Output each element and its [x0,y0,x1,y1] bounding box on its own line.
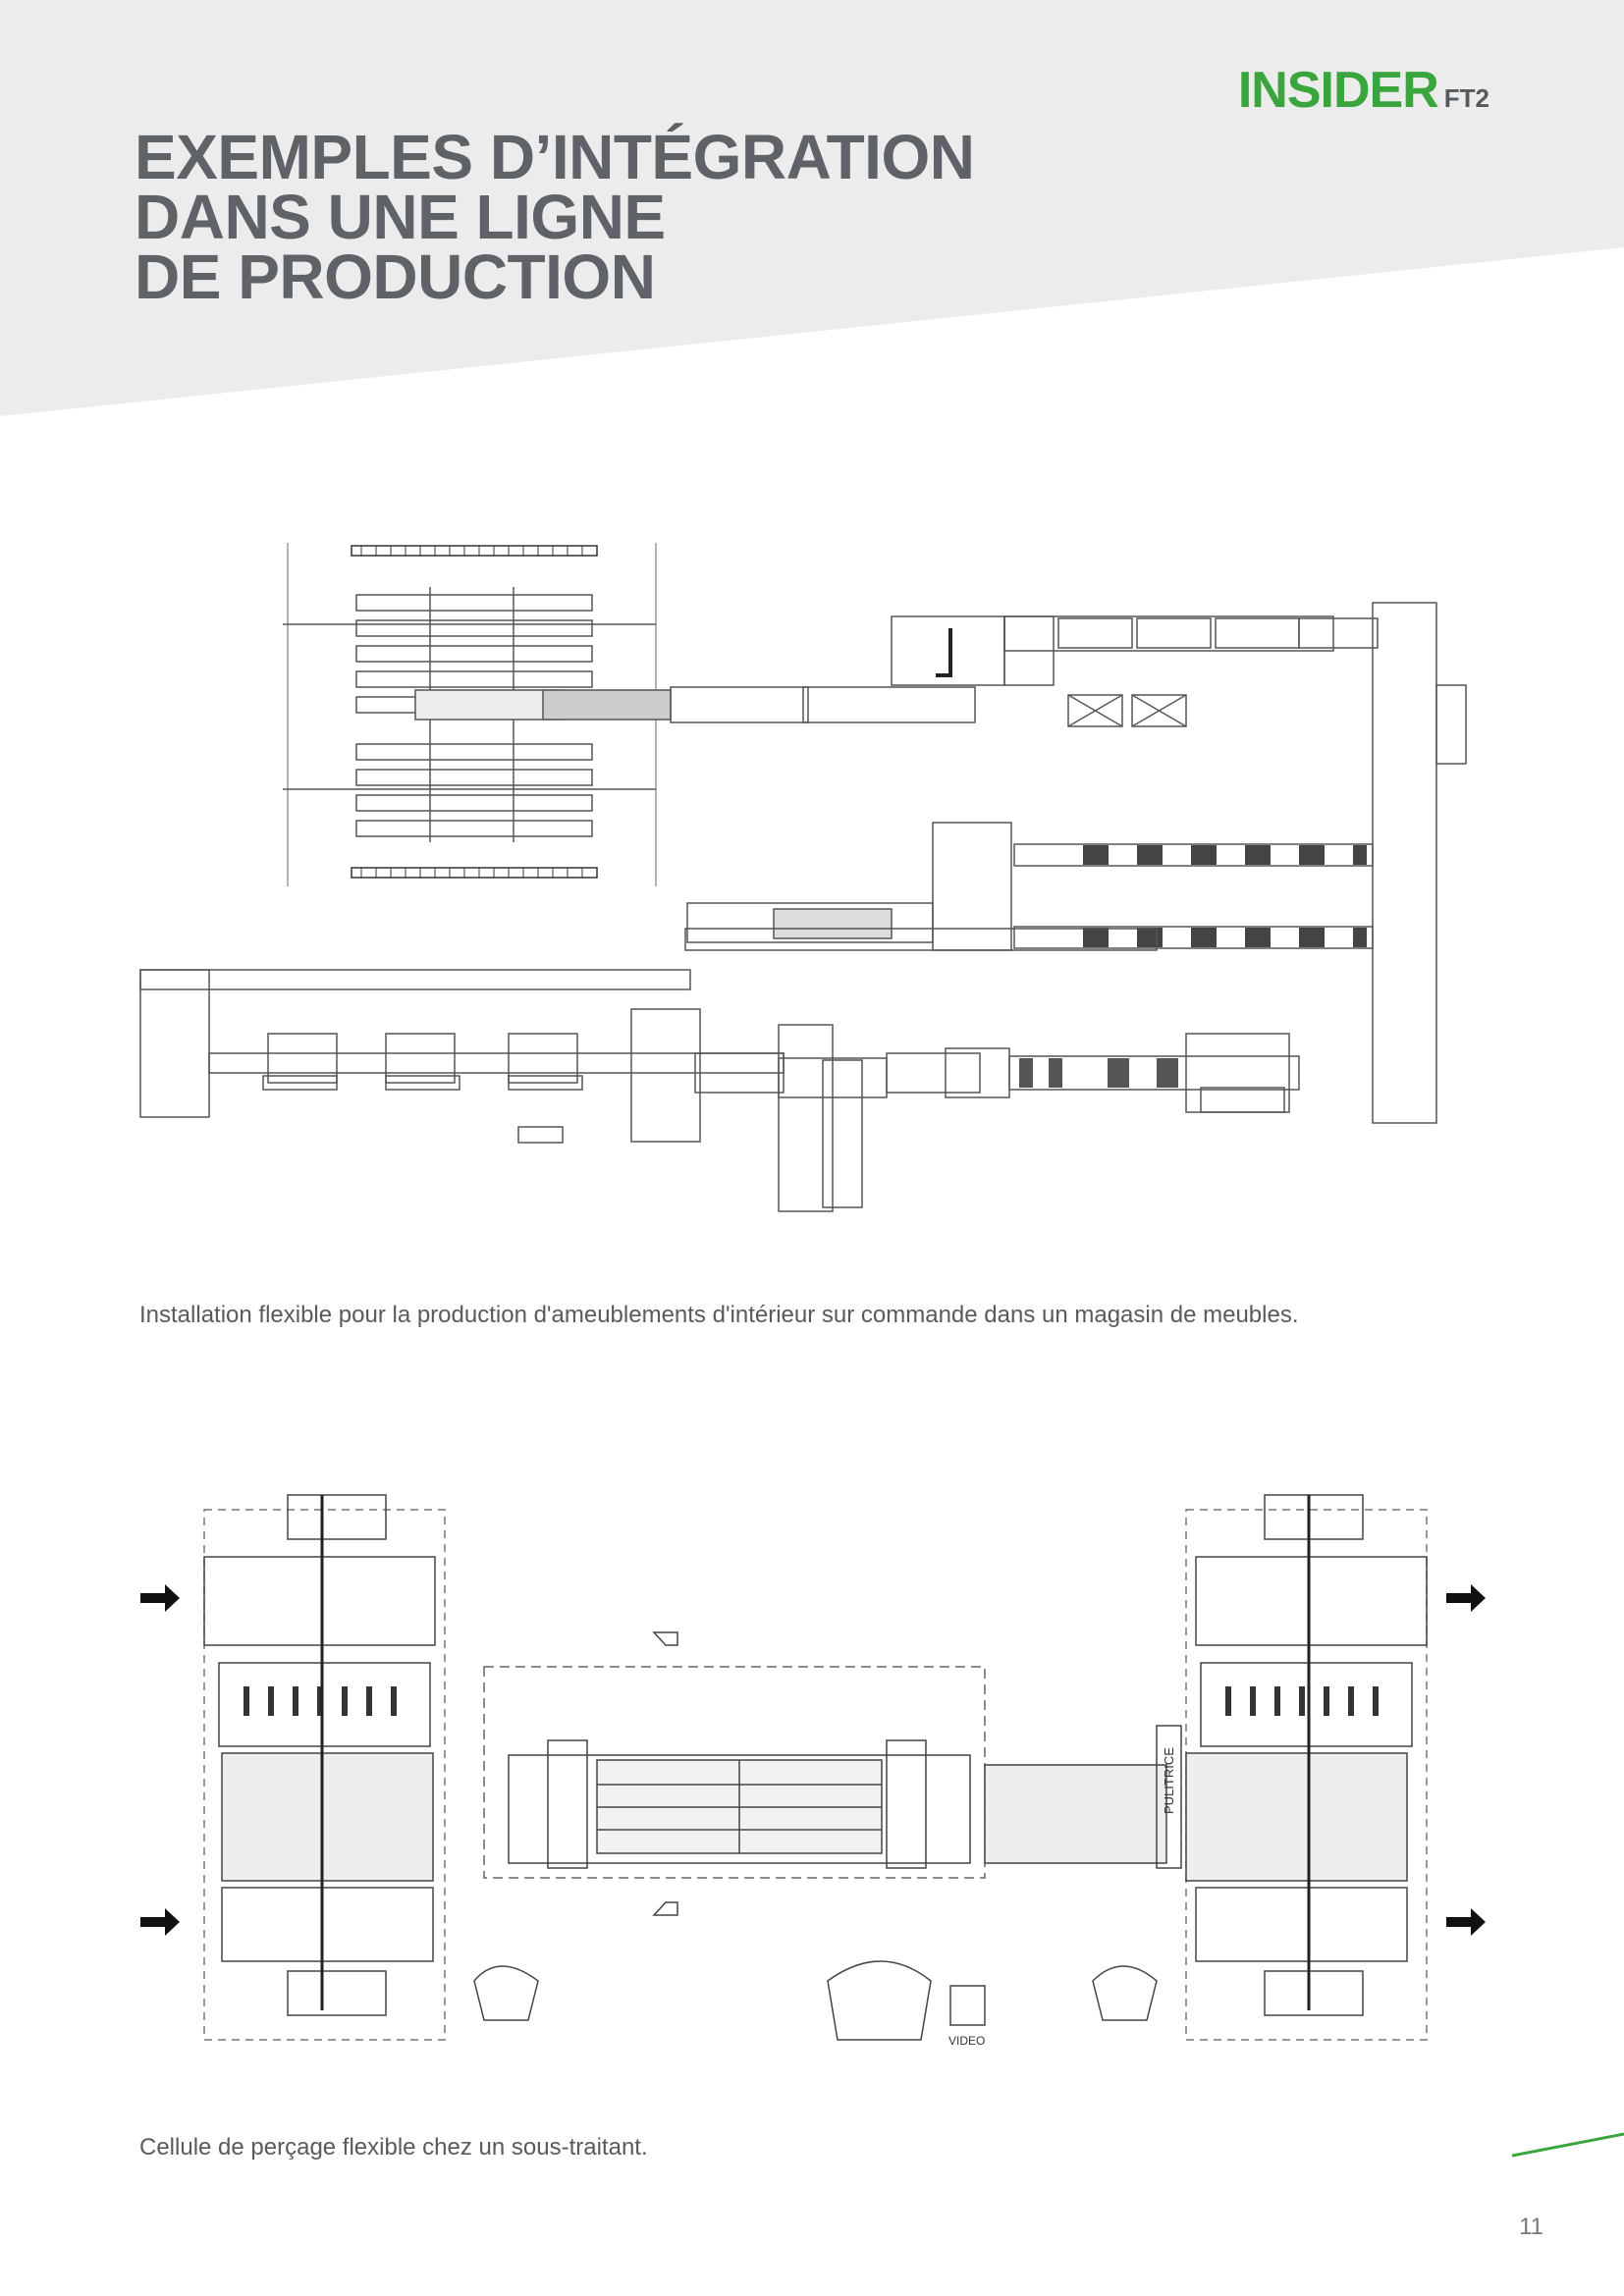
video-label: VIDEO [948,2034,985,2048]
page-number: 11 [1519,2214,1543,2240]
title-line-3: DE PRODUCTION [135,241,656,312]
accent-line [1512,2132,1624,2158]
production-line-layout-drawing [139,543,1467,1212]
header-band [0,0,1624,416]
page-title: EXEMPLES D’INTÉGRATION DANS UNE LIGNE DE… [135,122,975,312]
figure-1-caption: Installation flexible pour la production… [139,1302,1299,1328]
figure-2-caption: Cellule de perçage flexible chez un sous… [139,2134,648,2161]
title-line-2: DANS UNE LIGNE [135,182,666,252]
brand-model: FT2 [1443,83,1489,113]
polisher-label: PULITRICE [1162,1747,1176,1814]
brand-logo: INSIDER FT2 [1238,61,1489,120]
brand-name: INSIDER [1237,62,1439,119]
title-line-1: EXEMPLES D’INTÉGRATION [135,122,975,192]
drilling-cell-layout-drawing: PULITRICE VIDEO [140,1494,1486,2048]
